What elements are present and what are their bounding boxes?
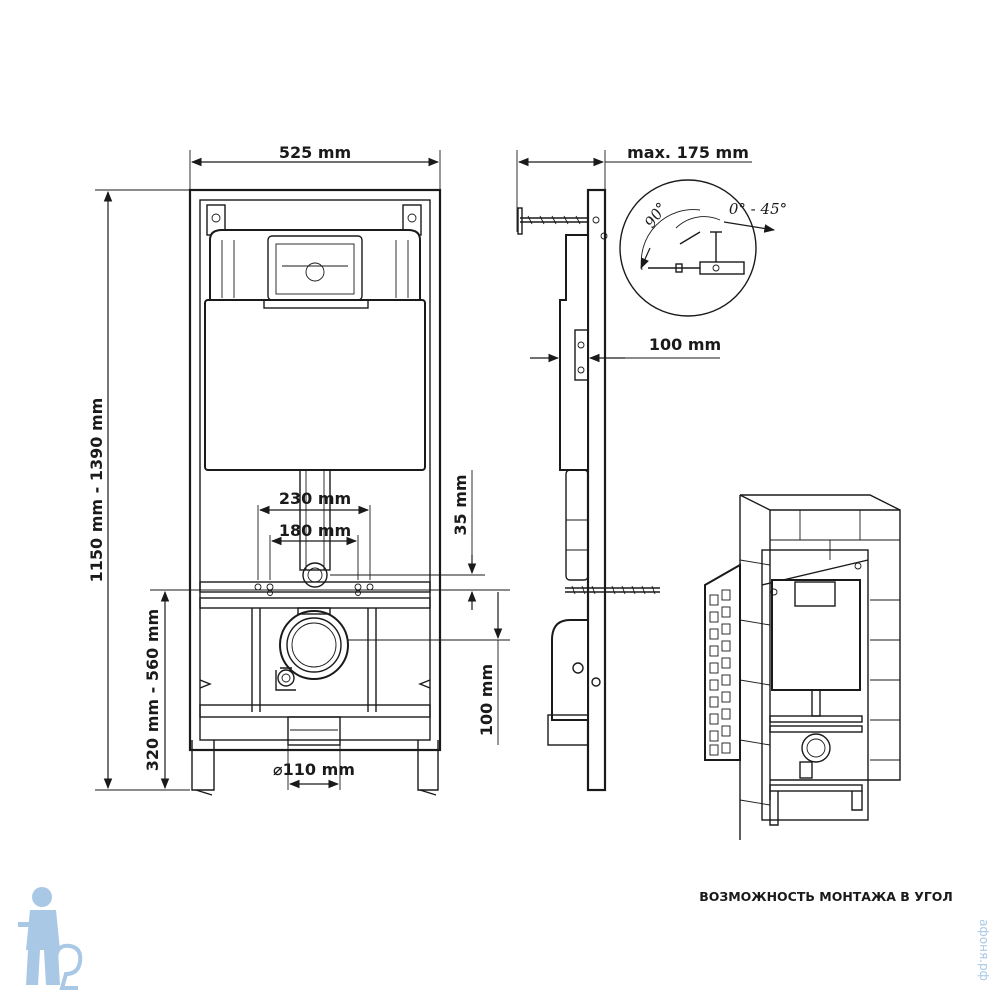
outlet-height-label: 320 mm - 560 mm	[143, 609, 162, 771]
front-view: 525 mm 1150 mm - 1390 mm 320 mm - 560 mm	[87, 143, 510, 796]
offset-dimension: 100 mm	[530, 335, 721, 363]
offset-label: 100 mm	[649, 335, 721, 354]
depth-label: max. 175 mm	[627, 143, 749, 162]
drain-height-label: 100 mm	[477, 664, 496, 736]
corner-caption: ВОЗМОЖНОСТЬ МОНТАЖА В УГОЛ	[699, 889, 953, 904]
pipe-diameter-label: ⌀110 mm	[273, 760, 355, 779]
block-holes	[709, 589, 731, 756]
height-dimension: 1150 mm - 1390 mm	[87, 189, 190, 791]
bracket-outer-label: 230 mm	[279, 489, 351, 508]
frame	[188, 188, 442, 796]
gap-label: 35 mm	[451, 474, 470, 535]
angle-large-label: 90°	[641, 199, 671, 231]
cistern	[204, 229, 426, 588]
plumber-logo	[18, 887, 83, 990]
bracket-inner-label: 180 mm	[279, 521, 351, 540]
side-frame	[586, 188, 607, 792]
width-dimension: 525 mm	[189, 143, 441, 190]
side-view: max. 175 mm 100 mm	[516, 143, 787, 792]
depth-dimension: max. 175 mm	[516, 143, 752, 232]
angle-detail: 90° 0° - 45°	[619, 179, 787, 317]
lower-section	[199, 581, 431, 746]
bracket-dimensions: 230 mm 180 mm	[257, 489, 371, 580]
watermark-text: афоня.рф	[977, 919, 991, 981]
outlet-height-dimension: 320 mm - 560 mm	[143, 589, 510, 790]
height-label: 1150 mm - 1390 mm	[87, 398, 106, 583]
pipe-diameter-dimension: ⌀110 mm	[273, 745, 355, 790]
width-label: 525 mm	[279, 143, 351, 162]
drain-height-dimension: 100 mm	[348, 592, 510, 745]
gap-dimension: 35 mm	[330, 470, 485, 610]
corner-view: ВОЗМОЖНОСТЬ МОНТАЖА В УГОЛ	[699, 494, 953, 904]
angle-range-label: 0° - 45°	[729, 200, 787, 218]
